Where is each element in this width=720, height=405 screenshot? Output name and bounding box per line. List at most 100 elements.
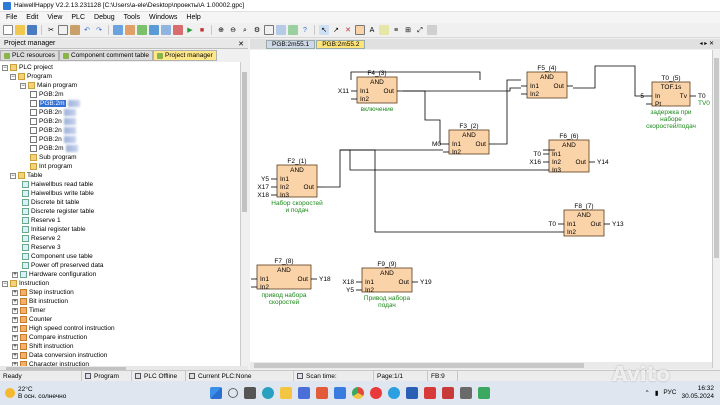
tab-pgb-2m55-1[interactable]: PGB:2m55.1 bbox=[266, 40, 316, 49]
expand-icon[interactable]: + bbox=[12, 298, 18, 305]
redo-icon[interactable]: ↷ bbox=[96, 26, 102, 34]
chrome-icon[interactable] bbox=[352, 387, 364, 399]
paste-icon[interactable] bbox=[70, 25, 80, 35]
open-folder-icon[interactable] bbox=[15, 25, 25, 35]
canvas-vertical-scrollbar[interactable] bbox=[712, 50, 720, 368]
align-icon[interactable]: ≡ bbox=[393, 26, 399, 34]
tree-item-pgb[interactable]: PGB:2n bbox=[30, 126, 76, 135]
tree-item-instruction-group[interactable]: + High speed control instruction bbox=[12, 324, 115, 333]
tree-item-table-entry[interactable]: Reserve 3 bbox=[22, 243, 61, 252]
yandex-icon[interactable] bbox=[370, 387, 382, 399]
expand-icon[interactable]: + bbox=[12, 325, 18, 332]
monitor-icon[interactable] bbox=[173, 25, 183, 35]
menu-file[interactable]: File bbox=[6, 14, 18, 21]
tree-item-main-program[interactable]: − Main program bbox=[20, 81, 77, 90]
compile-icon[interactable] bbox=[137, 25, 147, 35]
expand-icon[interactable]: + bbox=[12, 334, 18, 341]
menu-edit[interactable]: Edit bbox=[26, 14, 39, 21]
tree-item-pgb[interactable]: PGB:2m bbox=[30, 90, 64, 99]
expand-icon[interactable]: + bbox=[12, 352, 18, 359]
comment-icon[interactable] bbox=[379, 25, 389, 35]
help-icon[interactable]: ? bbox=[303, 26, 307, 34]
windows-start-icon[interactable] bbox=[210, 387, 222, 399]
network-icon[interactable]: ▮ bbox=[654, 389, 659, 397]
scrollbar-thumb[interactable] bbox=[242, 72, 247, 212]
zoom-out-icon[interactable]: ⊖ bbox=[230, 26, 236, 34]
collapse-icon[interactable]: − bbox=[20, 82, 26, 89]
collapse-icon[interactable]: − bbox=[10, 73, 16, 80]
collapse-icon[interactable]: − bbox=[2, 64, 8, 71]
grid-snap-icon[interactable]: ⊞ bbox=[405, 26, 411, 34]
tree-item-instruction-group[interactable]: + Shift instruction bbox=[12, 342, 73, 351]
collapse-icon[interactable]: − bbox=[10, 172, 16, 179]
expand-icon[interactable]: + bbox=[12, 271, 18, 278]
tree-item-pgb[interactable]: PGB:2n bbox=[30, 117, 76, 126]
fbd-diagram[interactable]: F4_(3)ANDIn1X11In2OutвключениеF5_(4)ANDI… bbox=[250, 50, 712, 368]
clock[interactable]: 16:32 30.05.2024 bbox=[681, 385, 714, 400]
tree-item-instruction-group[interactable]: + Counter bbox=[12, 315, 52, 324]
wire-icon[interactable]: ↗ bbox=[333, 26, 339, 34]
tree-vertical-scrollbar[interactable] bbox=[240, 62, 248, 368]
undo-icon[interactable]: ↶ bbox=[84, 26, 90, 34]
calc-icon[interactable] bbox=[460, 387, 472, 399]
table-icon[interactable] bbox=[276, 25, 286, 35]
tree-item-pgb[interactable]: PGB:2m bbox=[30, 144, 78, 153]
grid-icon[interactable] bbox=[264, 25, 274, 35]
scrollbar-thumb[interactable] bbox=[254, 363, 584, 368]
tree-item-instruction-group[interactable]: + Step instruction bbox=[12, 288, 74, 297]
tab-plc-resources[interactable]: PLC resources bbox=[0, 50, 59, 61]
expand-icon[interactable]: + bbox=[12, 289, 18, 296]
pointer-icon[interactable]: ↖ bbox=[319, 25, 329, 35]
store-icon[interactable] bbox=[298, 387, 310, 399]
tab-pgb-2m55-2[interactable]: PGB:2m55.2 bbox=[316, 40, 366, 49]
plc-tool-icon[interactable] bbox=[478, 387, 490, 399]
tree-item-instruction-group[interactable]: + Bit instruction bbox=[12, 297, 68, 306]
save-icon[interactable] bbox=[27, 25, 37, 35]
menu-windows[interactable]: Windows bbox=[149, 14, 178, 21]
tree-item-instruction[interactable]: − Instruction bbox=[2, 279, 49, 288]
tree-item-pgb[interactable]: PGB:2n bbox=[30, 108, 76, 117]
tree-item-table-entry[interactable]: Reserve 2 bbox=[22, 234, 61, 243]
tree-item-table[interactable]: − Table bbox=[10, 171, 43, 180]
task-view-icon[interactable] bbox=[244, 387, 256, 399]
tree-item-table-entry[interactable]: Reserve 1 bbox=[22, 216, 61, 225]
tree-item-instruction-group[interactable]: + Timer bbox=[12, 306, 45, 315]
tab-project-manager[interactable]: Project manager bbox=[153, 50, 217, 61]
tree-item-program[interactable]: − Program bbox=[10, 72, 52, 81]
pdf-icon[interactable] bbox=[442, 387, 454, 399]
stop-icon[interactable]: ■ bbox=[199, 26, 205, 34]
chart-icon[interactable] bbox=[288, 25, 298, 35]
fbd-icon[interactable] bbox=[125, 25, 135, 35]
find-icon[interactable]: ⌕ bbox=[243, 26, 247, 34]
tree-item-pgb-selected[interactable]: PGB:2m bbox=[30, 99, 80, 108]
ladder-icon[interactable] bbox=[113, 25, 123, 35]
download-icon[interactable] bbox=[149, 25, 159, 35]
tree-item-component-use-table[interactable]: Component use table bbox=[22, 252, 93, 261]
tree-item-pgb[interactable]: PGB:2n bbox=[30, 135, 76, 144]
expand-icon[interactable]: + bbox=[12, 316, 18, 323]
chevron-up-icon[interactable]: ⌃ bbox=[644, 389, 650, 397]
weather-widget[interactable]: 22°C В осн. солнечно bbox=[0, 386, 210, 401]
tree-item-hardware-config[interactable]: + Hardware configuration bbox=[12, 270, 96, 279]
tree-item-int-program[interactable]: Int program bbox=[30, 162, 72, 171]
canvas-horizontal-scrollbar[interactable] bbox=[250, 362, 712, 369]
tree-item-table-entry[interactable]: Haiwellbus write table bbox=[22, 189, 94, 198]
tree-item-power-off[interactable]: Power off preserved data bbox=[22, 261, 104, 270]
menu-plc[interactable]: PLC bbox=[71, 14, 86, 21]
expand-icon[interactable]: + bbox=[12, 307, 18, 314]
tree-item-instruction-group[interactable]: + Compare instruction bbox=[12, 333, 87, 342]
block-insert-icon[interactable] bbox=[355, 25, 365, 35]
label-icon[interactable]: A bbox=[369, 26, 375, 34]
word-icon[interactable] bbox=[406, 387, 418, 399]
tree-item-plc-project[interactable]: − PLC project bbox=[2, 63, 53, 72]
tree-horizontal-scrollbar[interactable] bbox=[0, 366, 248, 372]
expand-icon[interactable]: + bbox=[12, 343, 18, 350]
new-file-icon[interactable] bbox=[3, 25, 13, 35]
print-icon[interactable] bbox=[427, 25, 437, 35]
file-explorer-icon[interactable] bbox=[280, 387, 292, 399]
tree-item-table-entry[interactable]: Discrete bit table bbox=[22, 198, 79, 207]
delete-icon[interactable]: ✕ bbox=[345, 26, 351, 34]
mail-icon[interactable] bbox=[334, 387, 346, 399]
scrollbar-thumb[interactable] bbox=[714, 58, 719, 258]
